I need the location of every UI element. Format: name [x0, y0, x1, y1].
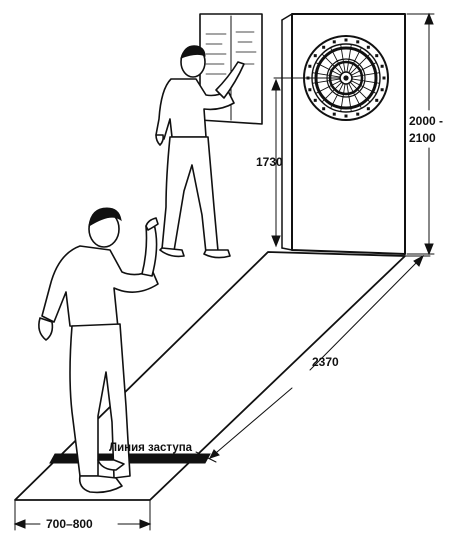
label-oche-width: 700–800: [46, 517, 93, 531]
player-throwing-icon: [38, 207, 159, 494]
label-board-height: 1730: [256, 155, 283, 169]
label-throw-distance: 2370: [312, 355, 339, 369]
dimension-board-height: [271, 77, 341, 248]
label-door-height-bottom: 2100: [409, 131, 436, 145]
door-panel: [281, 13, 406, 255]
label-throw-line: Линия заступа: [109, 442, 193, 454]
label-door-height-top: 2000 -: [409, 114, 443, 128]
dimension-throw-distance: [195, 254, 431, 463]
oche-line: [49, 453, 211, 464]
player-scoring-icon: [155, 45, 245, 259]
dimension-door-height: [406, 12, 435, 256]
dimension-oche-width: [13, 499, 152, 531]
